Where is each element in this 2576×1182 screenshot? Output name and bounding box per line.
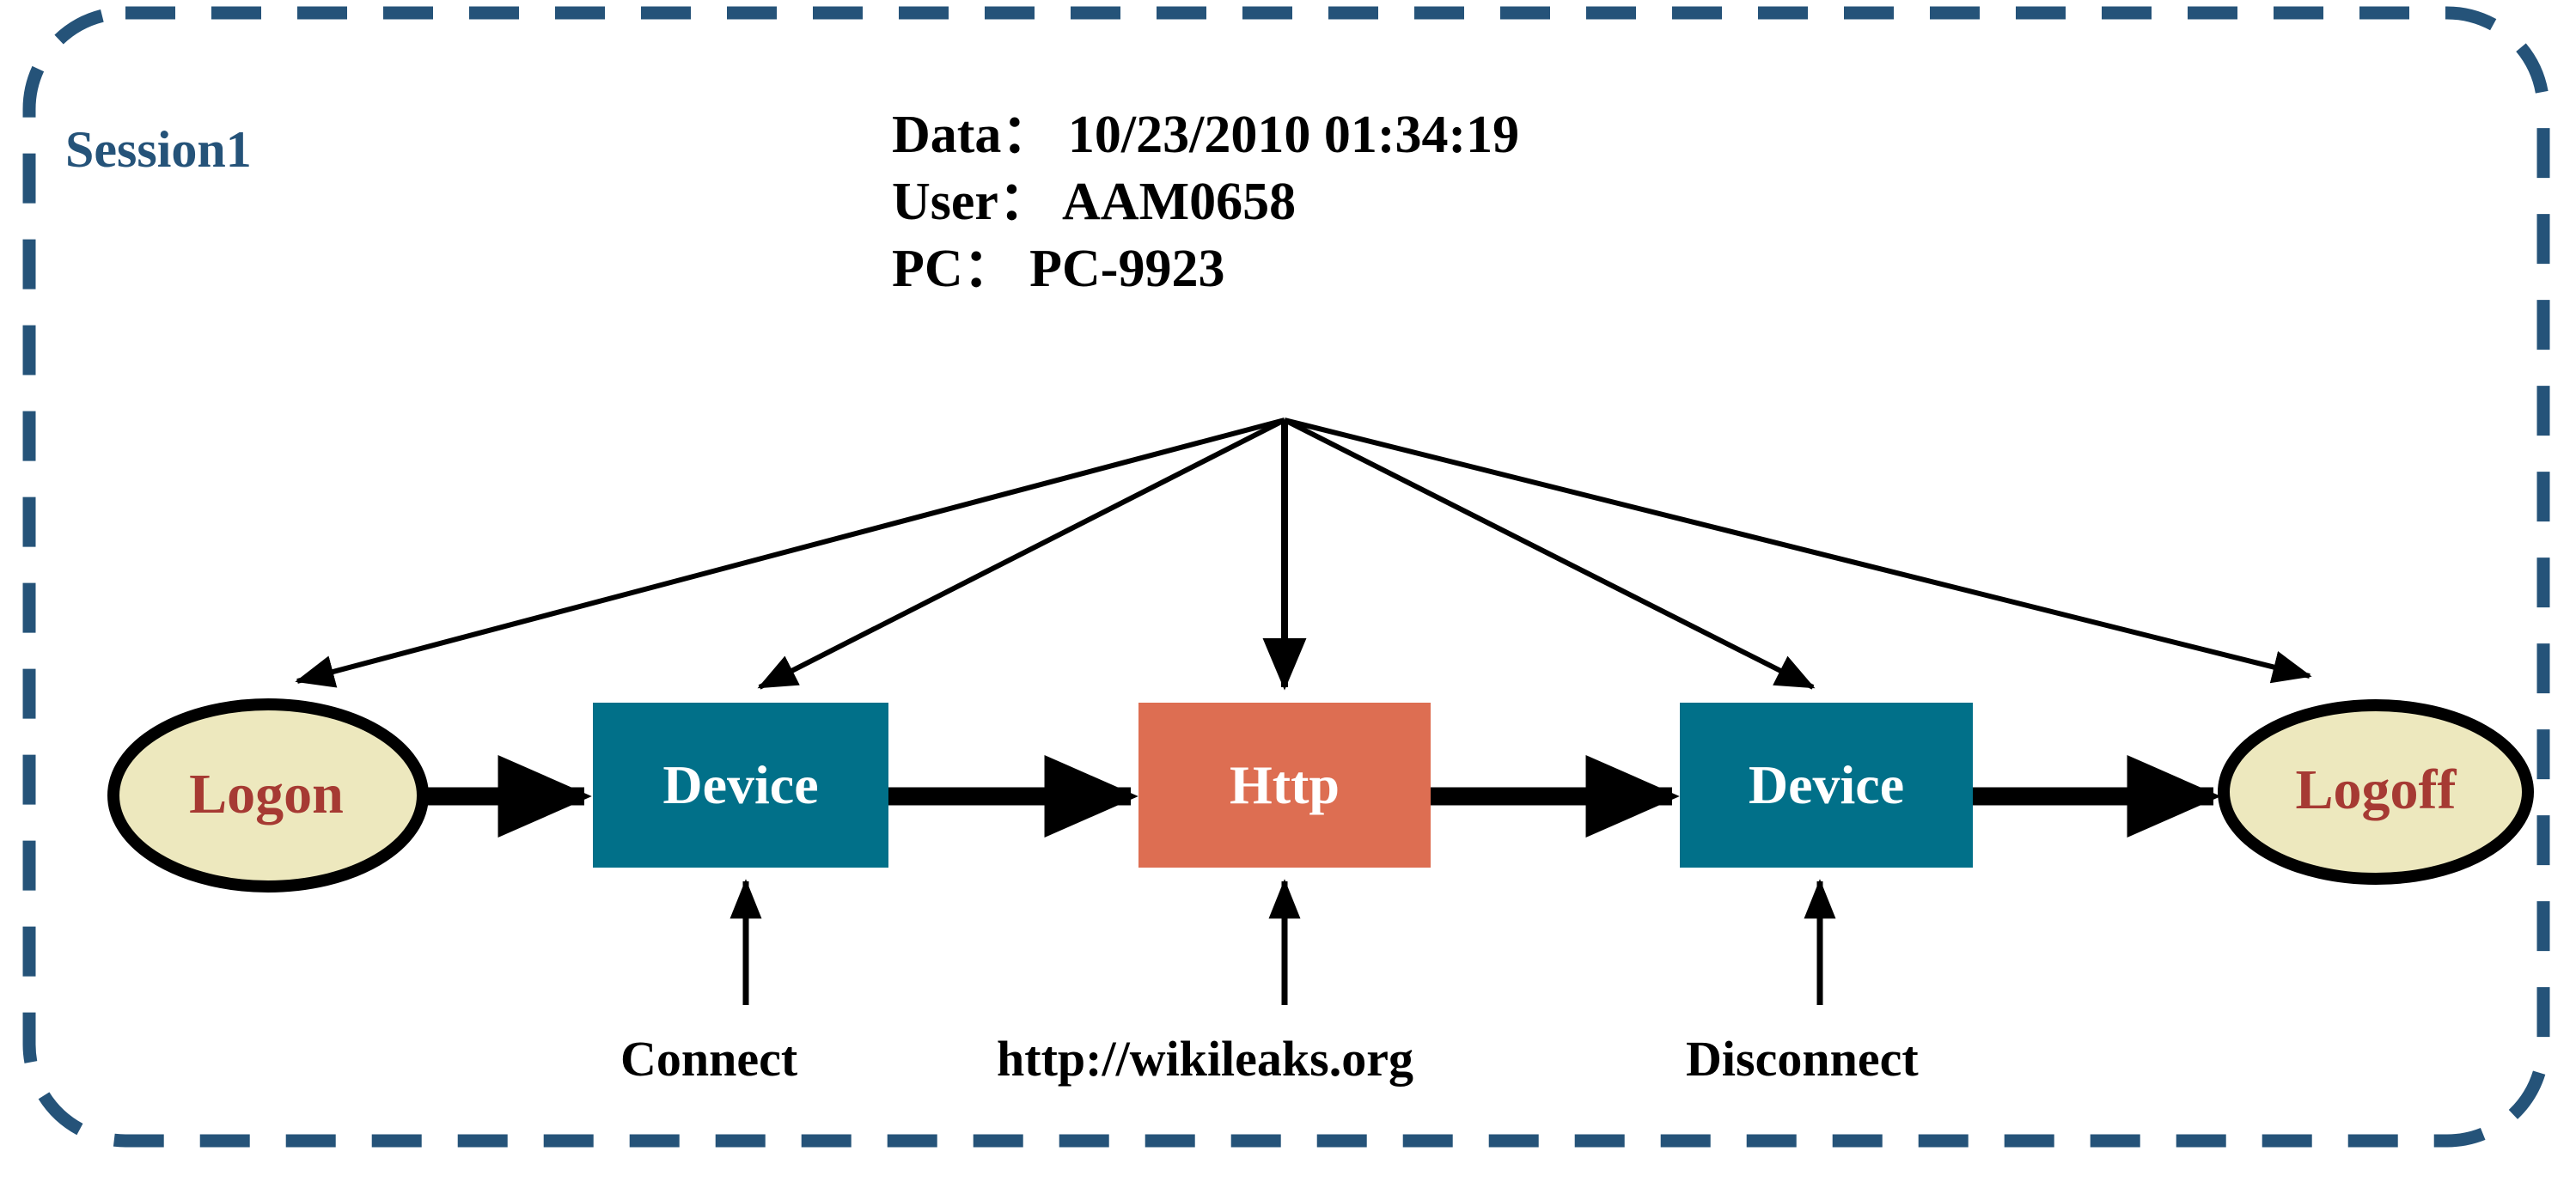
session-container-border — [22, 6, 2550, 1148]
edge-label-disconnect: Disconnect — [1686, 1031, 1919, 1087]
edge-label-url: http://wikileaks.org — [997, 1031, 1413, 1087]
node-device1-shape[interactable] — [593, 703, 888, 868]
node-logoff-shape[interactable] — [2218, 699, 2534, 885]
node-http-shape[interactable] — [1138, 703, 1431, 868]
node-device2-label: Device — [1748, 754, 1905, 815]
metadata-user: User： AAM0658 — [892, 173, 1297, 231]
node-logon-label: Logon — [189, 763, 344, 826]
metadata-fan-arrows — [295, 417, 2312, 691]
node-device2-shape[interactable] — [1680, 703, 1973, 868]
node-logon-shape[interactable] — [107, 698, 429, 893]
node-logoff-label: Logoff — [2295, 759, 2457, 821]
node-device1-label: Device — [662, 754, 819, 815]
node-http-label: Http — [1230, 754, 1340, 815]
edge-label-connect: Connect — [620, 1031, 798, 1087]
session-title: Session1 — [65, 121, 252, 178]
metadata-date: Data： 10/23/2010 01:34:19 — [892, 106, 1520, 164]
metadata-pc: PC： PC-9923 — [892, 240, 1225, 298]
edge-label-connectors — [729, 879, 1836, 1005]
session-metadata-block: Data： 10/23/2010 01:34:19 User： AAM0658 … — [892, 101, 1519, 302]
